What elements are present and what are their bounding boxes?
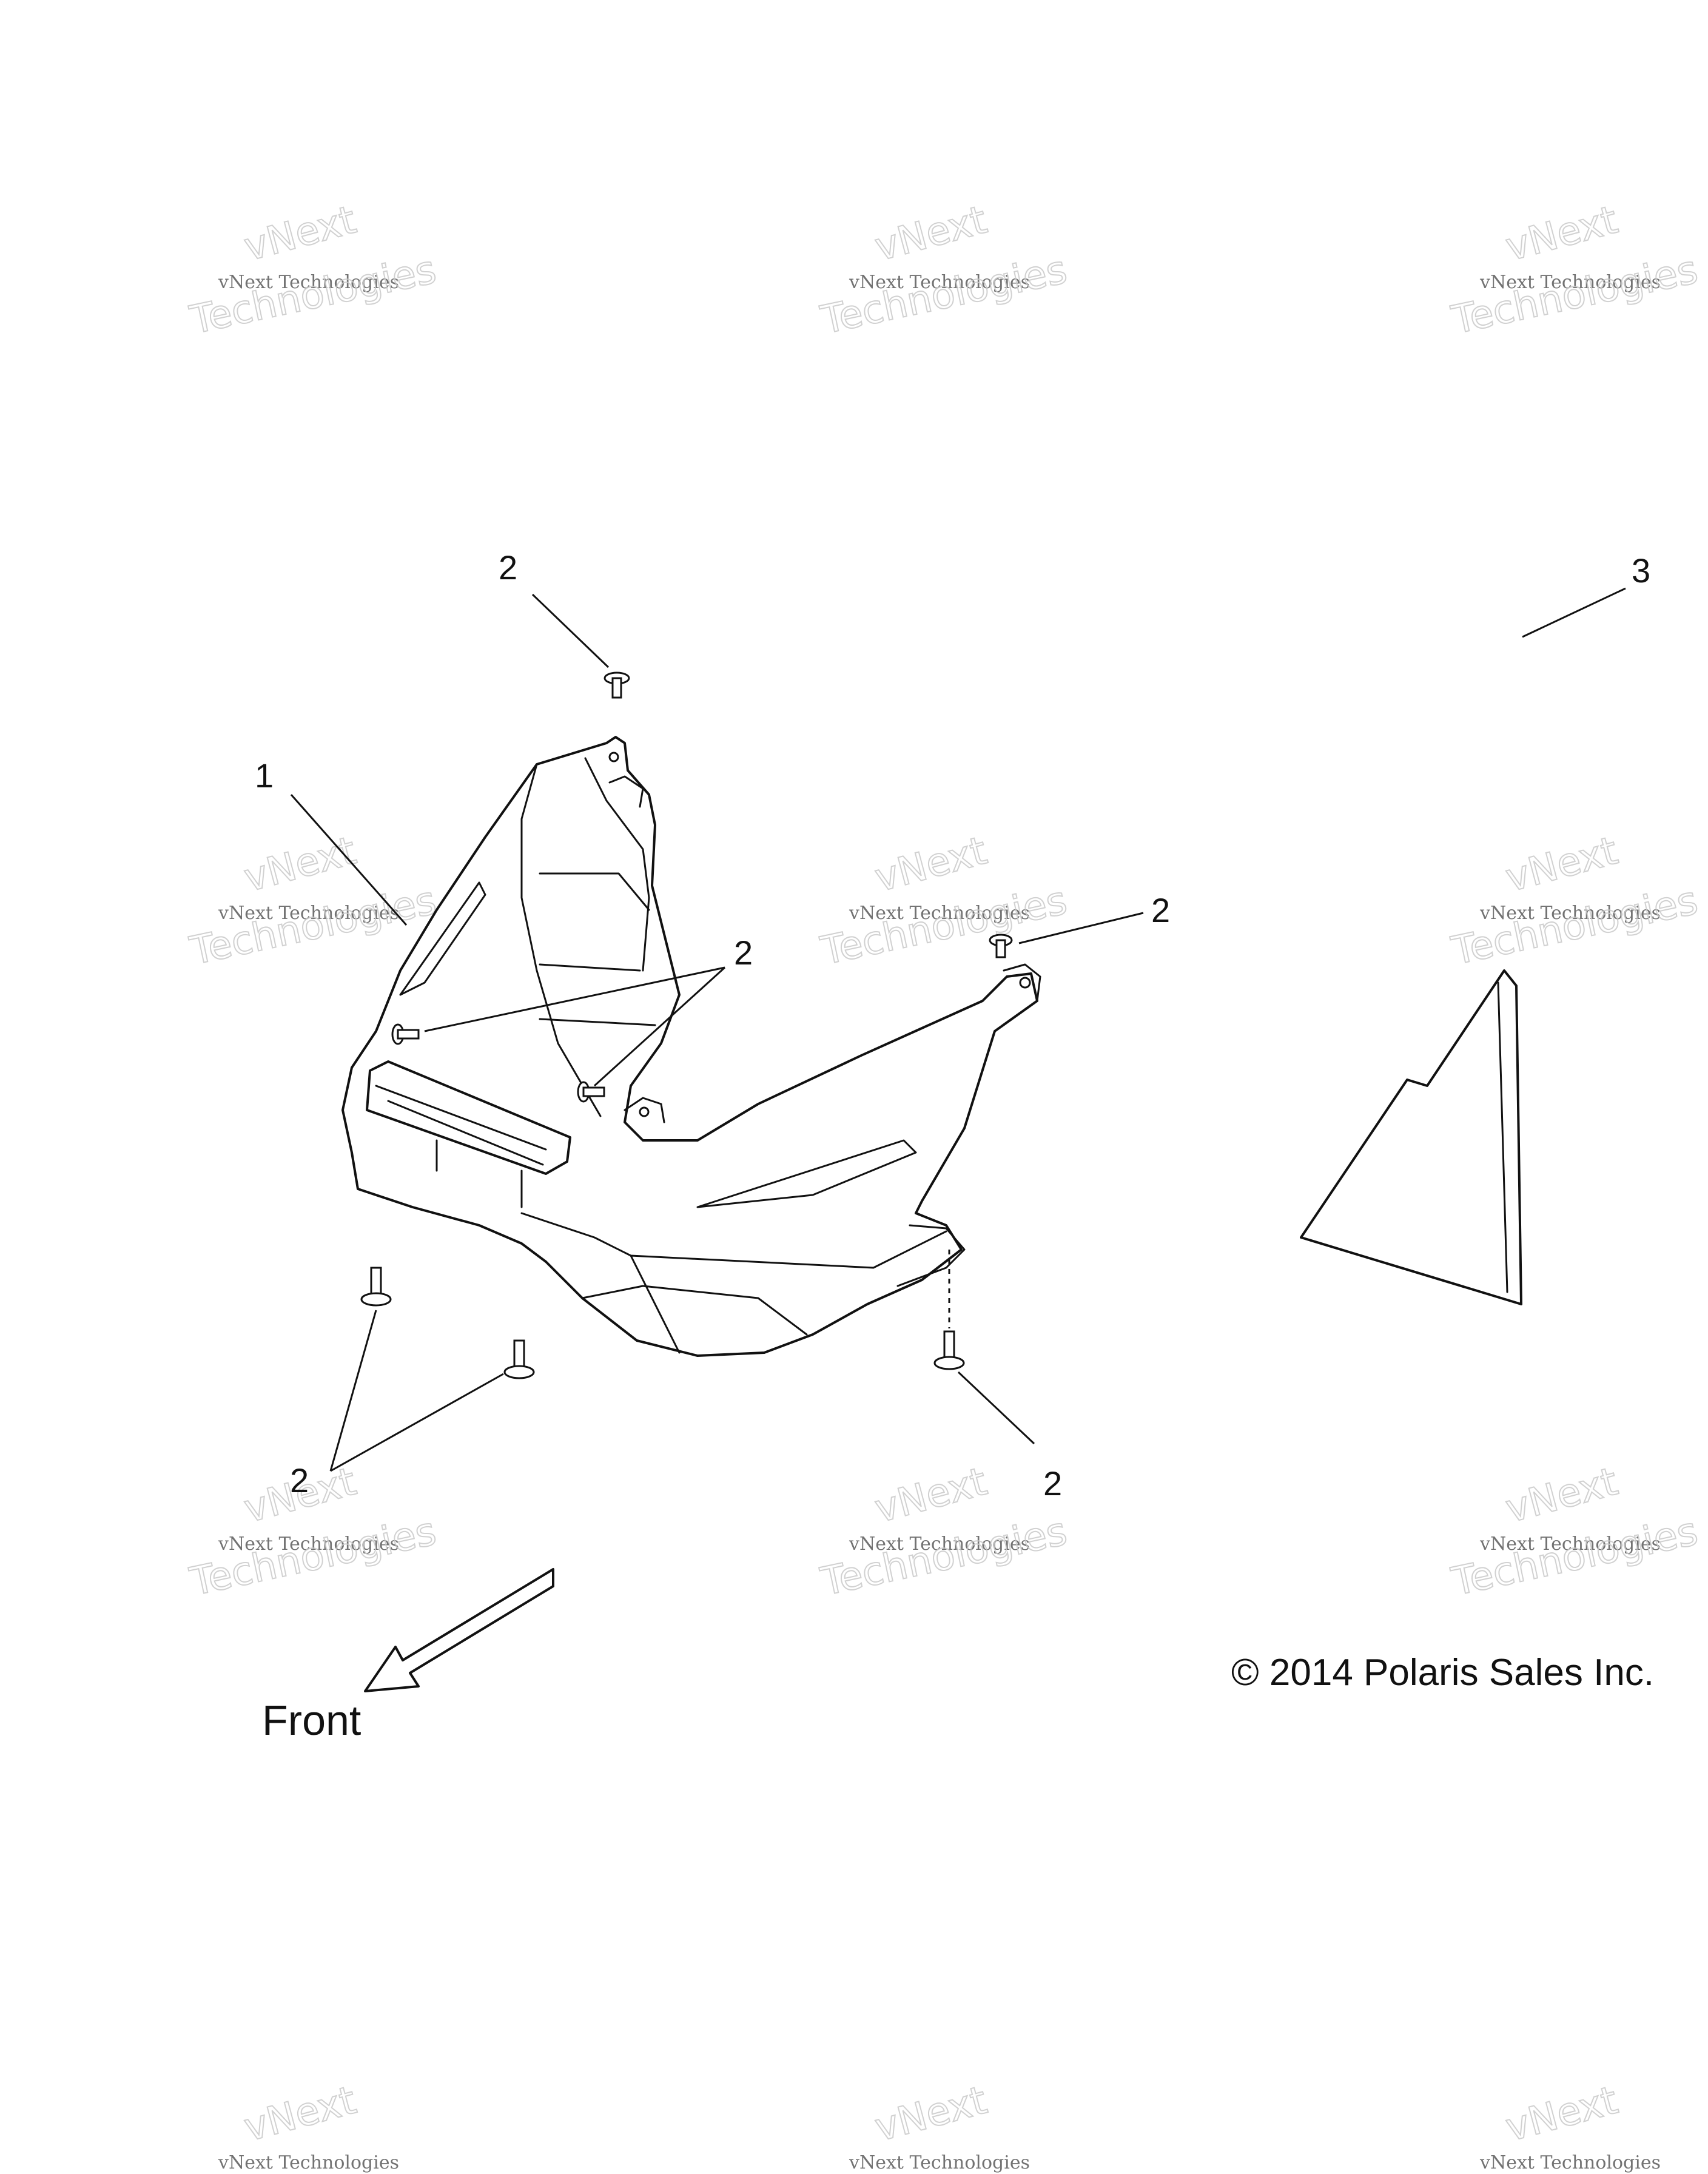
- watermark: vNext vNext Technologies Technologies: [816, 1459, 1072, 1606]
- leader-2-bottom-b: [330, 1373, 504, 1472]
- svg-text:Technologies: Technologies: [186, 878, 440, 974]
- svg-text:vNext Technologies: vNext Technologies: [1479, 903, 1661, 924]
- fastener-top: [604, 671, 630, 699]
- svg-text:vNext: vNext: [240, 829, 361, 901]
- svg-text:vNext: vNext: [1501, 2078, 1622, 2151]
- svg-text:vNext: vNext: [1501, 829, 1622, 901]
- watermark: vNext vNext Technologies Technologies: [186, 828, 441, 975]
- svg-text:vNext Technologies: vNext Technologies: [849, 1533, 1030, 1555]
- front-bumper: [366, 1060, 571, 1175]
- watermark: vNext vNext Technologies Technologies: [186, 1459, 441, 1606]
- svg-text:vNext Technologies: vNext Technologies: [218, 2152, 399, 2173]
- fastener-inner-center: [577, 1081, 605, 1103]
- belly-pan-outline: [341, 736, 1038, 1357]
- watermark: vNext vNext Technologies: [218, 2078, 399, 2173]
- svg-text:Technologies: Technologies: [817, 247, 1071, 343]
- fastener-right-upper: [989, 934, 1013, 958]
- svg-text:Technologies: Technologies: [186, 1509, 440, 1605]
- watermark: vNext vNext Technologies Technologies: [816, 828, 1072, 975]
- svg-text:vNext Technologies: vNext Technologies: [218, 903, 399, 924]
- top-mount-hole: [608, 752, 619, 762]
- fastener-bottom-center: [503, 1339, 535, 1379]
- svg-text:vNext Technologies: vNext Technologies: [849, 272, 1030, 293]
- leader-2-bottom-right: [957, 1371, 1035, 1445]
- svg-text:vNext: vNext: [1501, 198, 1622, 271]
- svg-text:vNext: vNext: [870, 1459, 992, 1532]
- leader-3: [1522, 587, 1626, 638]
- leader-1: [290, 794, 408, 926]
- svg-text:Technologies: Technologies: [817, 878, 1071, 974]
- svg-text:vNext: vNext: [870, 829, 992, 901]
- fastener-bottom-right: [933, 1330, 965, 1370]
- watermark: vNext vNext Technologies: [1479, 2078, 1661, 2173]
- top-bracket: [608, 775, 644, 808]
- svg-text:Technologies: Technologies: [186, 247, 440, 343]
- panel-inner-edge: [1497, 981, 1508, 1293]
- watermark: vNext vNext Technologies Technologies: [1447, 1459, 1703, 1606]
- callout-2-bottom-right: 2: [1043, 1464, 1062, 1503]
- svg-text:vNext Technologies: vNext Technologies: [1479, 272, 1661, 293]
- svg-text:vNext Technologies: vNext Technologies: [849, 903, 1030, 924]
- svg-text:Technologies: Technologies: [1448, 247, 1702, 343]
- upper-cavity: [539, 872, 656, 1026]
- svg-text:vNext Technologies: vNext Technologies: [218, 272, 399, 293]
- svg-text:vNext: vNext: [1501, 1459, 1622, 1532]
- svg-text:vNext: vNext: [870, 2078, 992, 2151]
- triangular-panel: [1300, 969, 1522, 1305]
- leader-2-mid-a: [424, 966, 725, 1032]
- callout-1: 1: [255, 756, 274, 795]
- watermark: vNext vNext Technologies Technologies: [1447, 828, 1703, 975]
- belly-pan-part: [341, 736, 1041, 1357]
- front-direction: Front: [262, 1568, 554, 1744]
- watermark: vNext vNext Technologies Technologies: [1447, 197, 1703, 344]
- bumper-detail: [375, 1085, 547, 1208]
- panel-part: [1300, 969, 1522, 1305]
- svg-text:vNext: vNext: [240, 2078, 361, 2151]
- leader-lines: [290, 587, 1626, 1472]
- leader-2-bottom-a: [329, 1310, 377, 1472]
- svg-text:vNext Technologies: vNext Technologies: [1479, 2152, 1661, 2173]
- watermark: vNext vNext Technologies Technologies: [816, 197, 1072, 344]
- side-panel-left-inner: [584, 757, 650, 972]
- svg-text:Technologies: Technologies: [1448, 878, 1702, 974]
- svg-text:Technologies: Technologies: [1448, 1509, 1702, 1605]
- skid-lines: [520, 1212, 947, 1354]
- callout-2-top: 2: [499, 548, 517, 587]
- callout-labels: 1 2 2 2 2 2 3: [255, 548, 1650, 1503]
- front-label: Front: [262, 1697, 361, 1744]
- right-vent: [696, 1139, 917, 1208]
- callout-2-right: 2: [1151, 891, 1170, 929]
- watermark: vNext vNext Technologies Technologies: [186, 197, 441, 344]
- side-panel-left-edge: [520, 763, 602, 1117]
- svg-text:vNext Technologies: vNext Technologies: [1479, 1533, 1661, 1555]
- front-arrow-icon: [364, 1568, 554, 1692]
- copyright-notice: © 2014 Polaris Sales Inc.: [1231, 1652, 1654, 1694]
- callout-2-mid: 2: [734, 934, 753, 972]
- callout-3: 3: [1632, 551, 1650, 590]
- fastener-bottom-left: [360, 1267, 392, 1307]
- leader-2-top: [531, 593, 610, 668]
- svg-text:vNext Technologies: vNext Technologies: [218, 1533, 399, 1555]
- fastener-inner-left: [391, 1023, 420, 1045]
- right-mount-hole: [1019, 977, 1031, 989]
- leader-2-mid-b: [593, 966, 726, 1087]
- watermark: vNext vNext Technologies: [849, 2078, 1030, 2173]
- leader-2-right: [1018, 912, 1144, 944]
- callout-2-bottom-left: 2: [290, 1461, 309, 1499]
- svg-text:vNext Technologies: vNext Technologies: [849, 2152, 1030, 2173]
- skid-plate-right: [896, 1224, 966, 1287]
- fasteners: [360, 671, 1013, 1379]
- right-mount-tab: [1003, 963, 1041, 1002]
- svg-text:vNext: vNext: [240, 198, 361, 271]
- center-bracket: [624, 1097, 665, 1123]
- svg-text:Technologies: Technologies: [817, 1509, 1071, 1605]
- svg-text:vNext: vNext: [870, 198, 992, 271]
- left-vent: [399, 881, 486, 996]
- center-bracket-hole: [639, 1106, 650, 1117]
